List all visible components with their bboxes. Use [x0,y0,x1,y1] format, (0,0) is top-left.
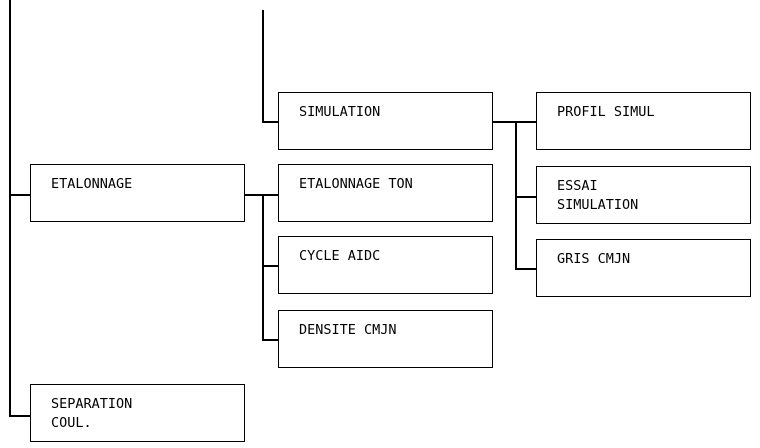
connector-line-to-etalonnage [9,194,31,196]
connector-line-to-essai [515,196,536,198]
menu-box-etalonnage: ETALONNAGE [30,164,245,222]
connector-line-left-trunk [9,0,11,416]
menu-box-densite-cmjn: DENSITE CMJN [278,310,493,368]
connector-line-simulation-out [493,121,536,123]
menu-box-simulation: SIMULATION [278,92,493,150]
connector-line-mid-trunk [262,10,264,122]
menu-box-essai-simulation: ESSAI SIMULATION [536,166,751,224]
connector-line-simulation-branch [515,121,517,269]
connector-line-etalonnage-branch [262,194,264,340]
connector-line-to-densite [262,339,278,341]
connector-line-to-separation [9,415,31,417]
menu-box-etalonnage-ton: ETALONNAGE TON [278,164,493,222]
connector-line-etalonnage-out [244,194,278,196]
menu-box-gris-cmjn: GRIS CMJN [536,239,751,297]
connector-line-to-cycle-aidc [262,265,278,267]
connector-line-to-gris [515,268,536,270]
menu-box-cycle-aidc: CYCLE AIDC [278,236,493,294]
menu-box-profil-simul: PROFIL SIMUL [536,92,751,150]
connector-line-to-simulation [262,121,278,123]
menu-box-separation-coul: SEPARATION COUL. [30,384,245,442]
